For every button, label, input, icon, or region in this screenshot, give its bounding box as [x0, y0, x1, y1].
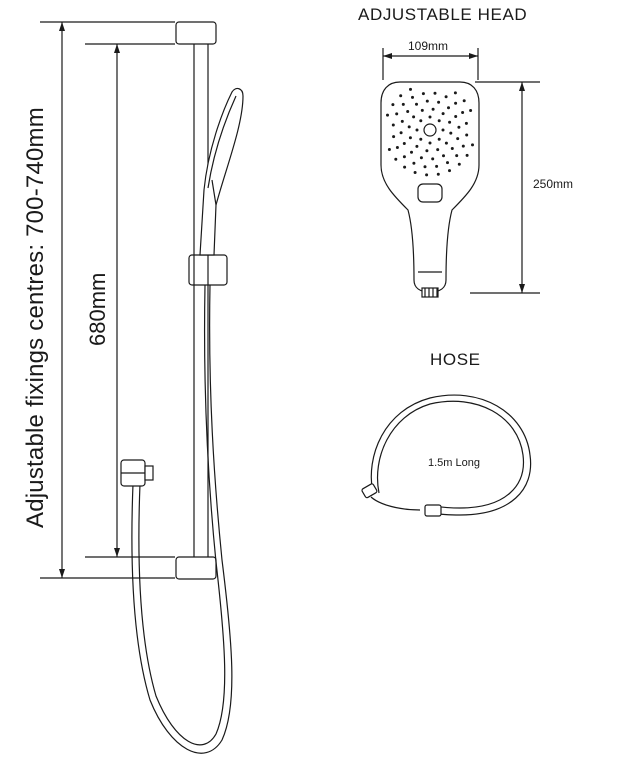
nozzle-dot: [402, 142, 406, 145]
adjustable-head-title: ADJUSTABLE HEAD: [358, 5, 528, 24]
head-height-dimension-line: [470, 81, 540, 294]
nozzle-dot: [406, 110, 410, 113]
nozzle-dot: [413, 171, 417, 174]
nozzle-dot: [387, 148, 391, 151]
nozzle-dot: [394, 157, 398, 161]
nozzle-dot: [457, 125, 461, 129]
nozzle-dot: [446, 161, 449, 165]
nozzle-dot: [400, 119, 404, 123]
nozzle-dot: [421, 92, 425, 96]
bottom-wall-bracket: [175, 556, 217, 580]
wall-outlet-elbow: [120, 459, 154, 487]
nozzle-dot: [425, 173, 429, 177]
nozzle-dot: [444, 141, 448, 145]
nozzle-dot: [415, 102, 418, 106]
nozzle-dot: [399, 94, 403, 98]
nozzle-dot: [464, 121, 468, 125]
nozzle-dot: [403, 165, 407, 169]
nozzle-dot: [449, 131, 453, 135]
hose-length-label: 1.5m Long: [428, 457, 480, 469]
hose-title: HOSE: [430, 350, 481, 369]
nozzle-dot: [437, 100, 441, 104]
nozzle-dot: [399, 131, 403, 135]
rail-length-label: 680mm: [85, 272, 110, 346]
nozzle-dot: [433, 91, 437, 95]
riser-hose: [131, 284, 233, 754]
nozzle-dot: [428, 141, 432, 145]
nozzle-dot: [411, 95, 414, 99]
nozzle-dot: [391, 103, 395, 107]
nozzle-dot: [431, 107, 435, 111]
nozzle-dot: [386, 113, 389, 117]
nozzle-dot: [461, 144, 465, 148]
nozzle-dot: [423, 165, 427, 169]
riser-rail: [193, 37, 209, 569]
nozzle-dot: [407, 125, 411, 129]
nozzle-dot: [437, 137, 441, 141]
nozzle-dot: [401, 102, 405, 106]
nozzle-dot: [425, 149, 429, 153]
nozzle-dot: [441, 112, 445, 116]
nozzle-dot: [444, 95, 448, 99]
nozzle-dot: [448, 169, 451, 173]
nozzle-dot: [412, 161, 416, 165]
nozzle-dot: [461, 111, 465, 114]
nozzle-dot: [450, 147, 454, 150]
nozzle-dot: [409, 87, 412, 91]
nozzle-dot: [431, 157, 435, 161]
nozzle-dot: [402, 155, 406, 159]
nozzle-dot: [392, 135, 396, 139]
nozzle-dot: [435, 164, 439, 168]
shower-head-front-view: [380, 81, 480, 298]
nozzle-dot: [456, 137, 460, 141]
nozzle-dot: [415, 128, 419, 132]
nozzle-dot: [457, 162, 461, 166]
nozzle-dot: [436, 148, 440, 152]
nozzle-dot: [425, 99, 429, 103]
nozzle-dot: [428, 115, 432, 119]
nozzle-dot: [448, 120, 452, 124]
top-wall-bracket: [175, 21, 217, 45]
nozzle-dot: [441, 128, 445, 132]
fixings-centres-label: Adjustable fixings centres: 700-740mm: [22, 107, 49, 528]
nozzle-dot: [453, 91, 457, 95]
nozzle-dot: [408, 136, 412, 140]
handset-side-view: [199, 87, 244, 256]
head-height-label: 250mm: [533, 177, 574, 191]
head-width-label: 109mm: [408, 39, 449, 53]
nozzle-dot: [395, 146, 399, 149]
nozzle-dot: [454, 115, 458, 118]
nozzle-dot: [395, 112, 399, 116]
head-width-dimension-line: [382, 48, 479, 80]
nozzle-dot: [419, 137, 423, 141]
nozzle-dot: [465, 133, 469, 137]
slider-bracket: [188, 254, 228, 286]
hose-coil: [361, 394, 532, 517]
nozzle-dot: [420, 108, 424, 112]
nozzle-dot: [442, 154, 445, 158]
nozzle-dot: [419, 156, 423, 160]
fixings-dimension-line: [40, 21, 175, 579]
nozzle-dot: [436, 172, 440, 176]
nozzle-dot: [410, 150, 413, 154]
nozzle-dot: [391, 123, 395, 127]
nozzle-dot: [437, 119, 441, 123]
nozzle-dot: [469, 109, 473, 112]
nozzle-dot: [447, 106, 450, 110]
nozzle-dot: [419, 119, 423, 123]
rail-length-dimension-line: [85, 43, 175, 558]
nozzle-dot: [454, 101, 458, 105]
nozzle-dot: [462, 99, 466, 103]
nozzle-dot: [415, 144, 419, 148]
nozzle-dot: [471, 143, 474, 147]
nozzle-dot: [455, 154, 459, 158]
nozzle-dot: [465, 153, 469, 157]
nozzle-dot: [412, 115, 416, 119]
spray-nozzles: [386, 87, 474, 177]
